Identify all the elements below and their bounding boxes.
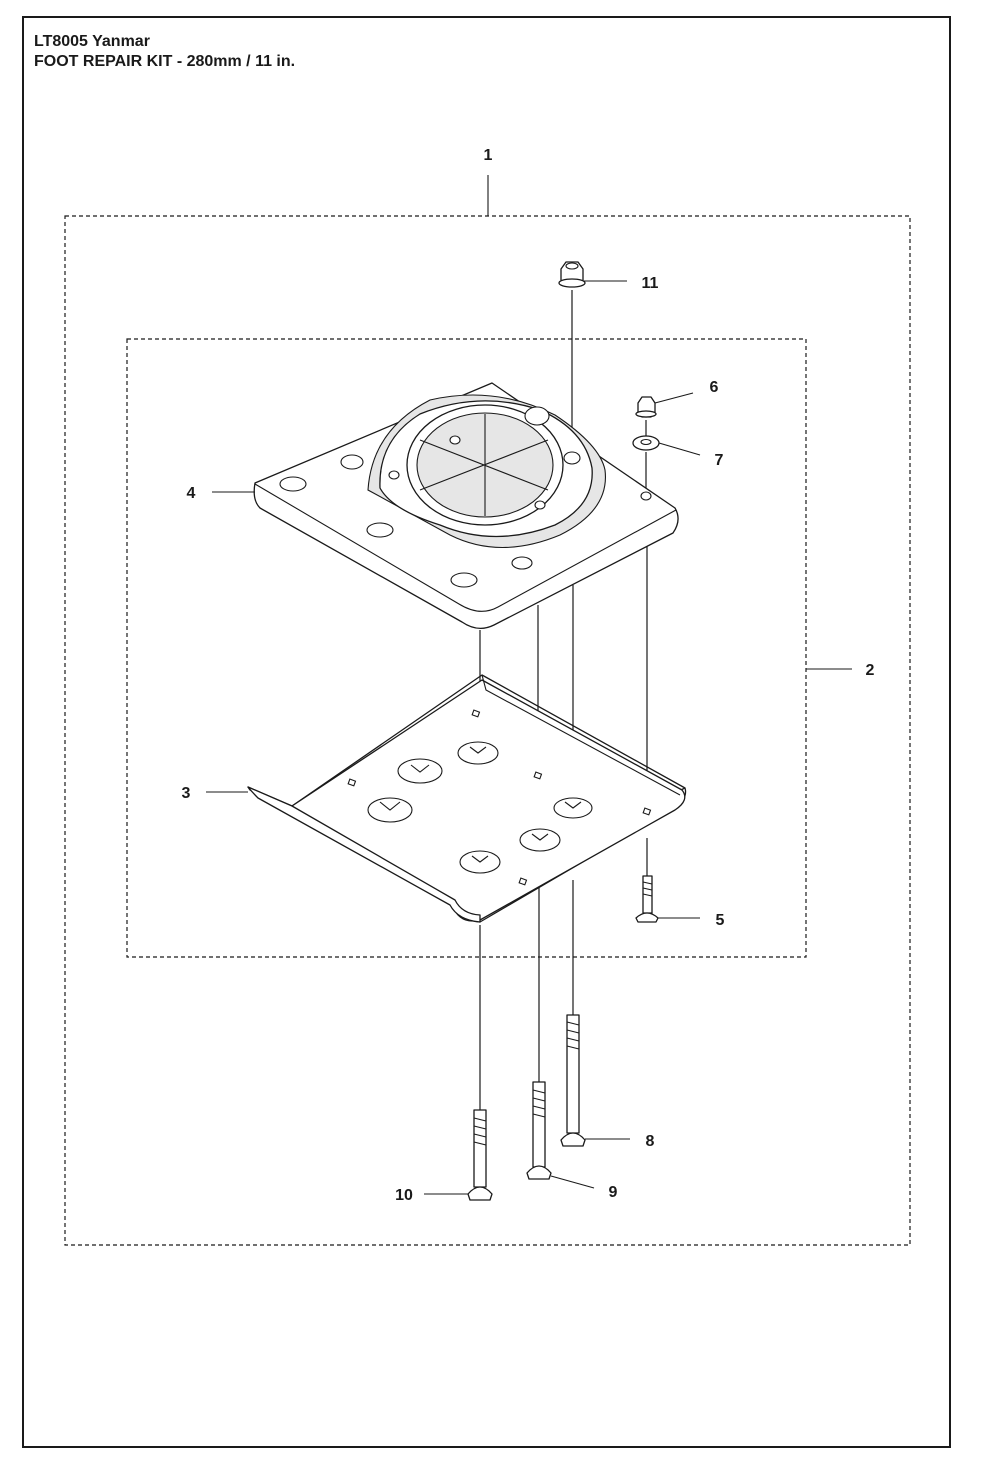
callout-10: 10 <box>395 1187 413 1204</box>
callout-7: 7 <box>715 452 724 469</box>
bolt-10-part <box>467 1109 493 1201</box>
callout-9: 9 <box>609 1184 618 1201</box>
foot-plate-part <box>253 382 679 629</box>
callout-leaders <box>206 175 852 1195</box>
hex-nut-6-part <box>635 396 657 418</box>
bolt-9-part <box>526 1081 552 1180</box>
callout-5: 5 <box>716 912 725 929</box>
callout-1: 1 <box>484 147 493 164</box>
hex-nut-11-part <box>558 261 586 288</box>
washer-7-part <box>632 435 660 451</box>
callout-11: 11 <box>642 275 659 292</box>
callout-4: 4 <box>187 485 196 502</box>
model-title: LT8005 Yanmar <box>34 33 150 50</box>
callout-8: 8 <box>646 1133 655 1150</box>
assembly-outline-box <box>126 338 807 958</box>
base-plate-part <box>247 674 687 923</box>
callout-2: 2 <box>866 662 875 679</box>
callout-3: 3 <box>182 785 191 802</box>
bolt-8-part <box>560 1014 586 1147</box>
kit-title: FOOT REPAIR KIT - 280mm / 11 in. <box>34 53 296 70</box>
bolt-5-part <box>635 875 659 923</box>
callout-6: 6 <box>710 379 719 396</box>
